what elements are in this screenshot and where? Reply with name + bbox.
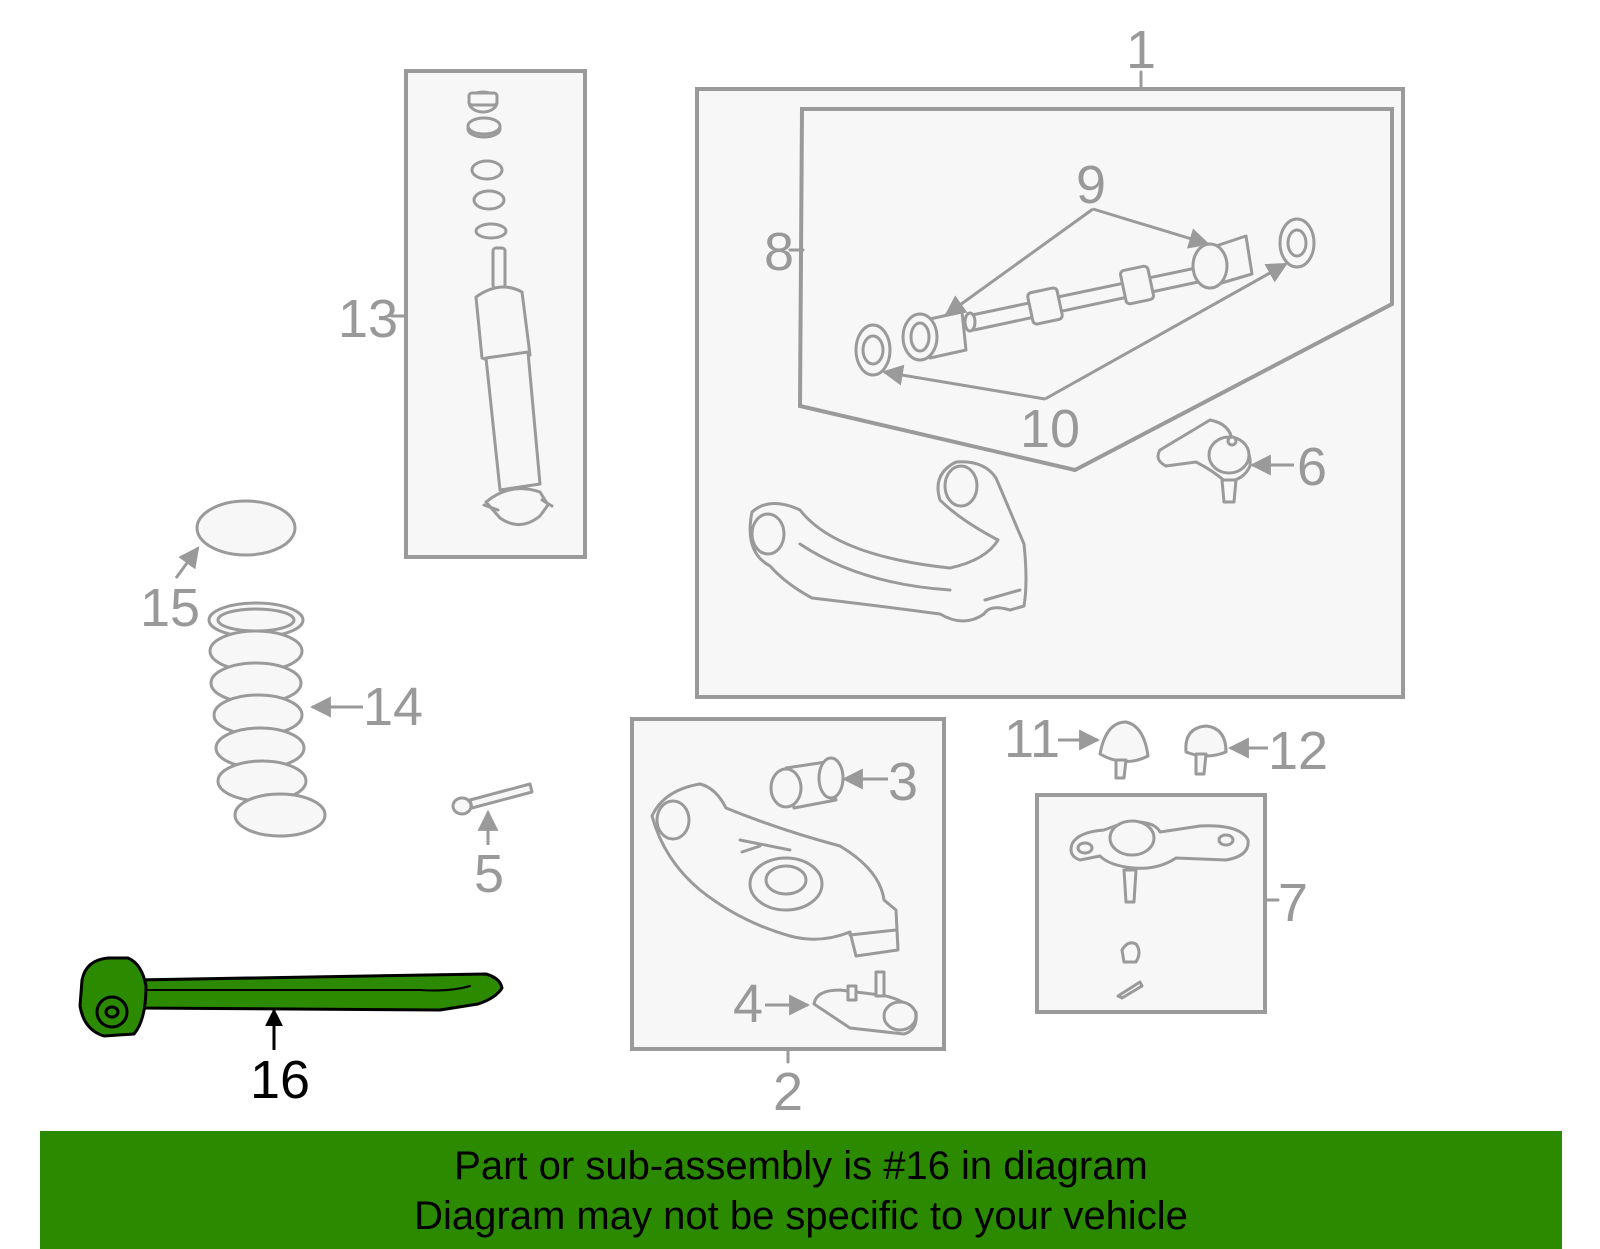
shock-absorber-group: 13 [338, 69, 587, 559]
banner-line-2: Diagram may not be specific to your vehi… [414, 1194, 1188, 1238]
callout-14: 14 [363, 677, 423, 737]
bump-stops-group: 11 12 [1004, 709, 1328, 781]
ball-joint-7 [1069, 819, 1250, 1000]
bump-stop-11 [1098, 720, 1150, 780]
callout-5: 5 [474, 844, 504, 904]
bushing-kit [854, 217, 1316, 377]
callout-8: 8 [764, 222, 794, 282]
callout-12: 12 [1268, 721, 1328, 781]
callout-4: 4 [733, 974, 763, 1034]
bolt [468, 782, 534, 810]
callout-2: 2 [773, 1062, 803, 1122]
callout-11: 11 [1004, 709, 1060, 769]
callout-6: 6 [1297, 437, 1327, 497]
bushing-3 [769, 756, 845, 810]
callout-1: 1 [1126, 20, 1156, 80]
callout-10: 10 [1020, 399, 1080, 459]
coil-spring-group: 15 14 [140, 499, 423, 838]
bump-stop-12 [1184, 724, 1228, 776]
ball-joint-4 [812, 970, 918, 1036]
upper-arm-assembly-group: 1 8 9 10 [695, 20, 1405, 699]
callout-7: 7 [1278, 873, 1308, 933]
callout-13: 13 [338, 289, 398, 349]
bolt-5-group: 5 [451, 782, 534, 904]
shock-body [474, 246, 554, 526]
lower-arm-assembly-group: 2 3 4 [630, 717, 946, 1122]
lower-ball-joint-group: 7 [1035, 793, 1308, 1014]
info-banner: Part or sub-assembly is #16 in diagram D… [40, 1131, 1562, 1249]
callout-16: 16 [250, 1050, 310, 1110]
spring-insulator [195, 499, 297, 557]
shock-hardware [466, 90, 508, 240]
banner-line-1: Part or sub-assembly is #16 in diagram [454, 1144, 1148, 1188]
callout-3: 3 [888, 752, 918, 812]
coil-spring [207, 601, 327, 838]
ball-joint-6 [1156, 418, 1252, 504]
callout-15: 15 [140, 578, 200, 638]
callout-9: 9 [1076, 155, 1106, 215]
strut-rod-16: 16 [78, 956, 504, 1110]
